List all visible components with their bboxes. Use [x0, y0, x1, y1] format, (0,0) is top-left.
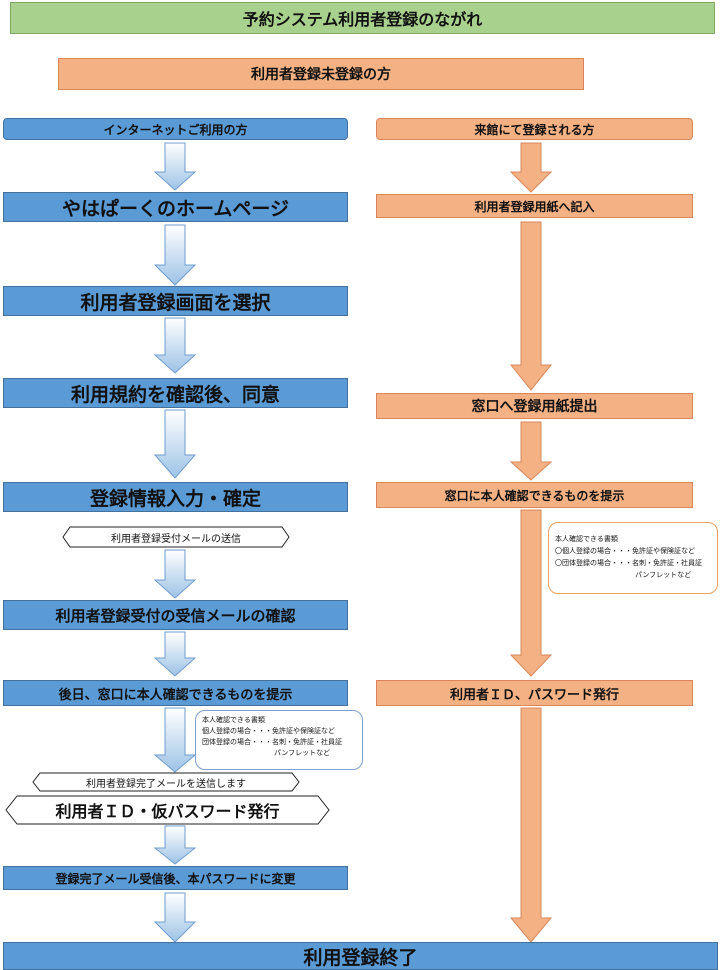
arrow-down-icon: [509, 421, 553, 481]
temp-password-label: 利用者ＩＤ・仮パスワード発行: [55, 802, 280, 821]
arrow-down-icon: [153, 549, 197, 599]
id-documents-note-left: 本人確認できる書類 個人登録の場合・・・免許証や保険証など 団体登録の場合・・・…: [195, 710, 363, 770]
internet-users-box: インターネットご利用の方: [3, 118, 348, 140]
arrow-down-icon: [509, 142, 553, 193]
arrow-down-icon: [153, 317, 197, 374]
note-line: 本人確認できる書類: [555, 535, 618, 543]
note-line: パンフレットなど: [635, 571, 692, 579]
completion-mail-label: 利用者登録完了メールを送信します: [86, 778, 246, 790]
mail-sent-label: 利用者登録受付メールの送信: [111, 533, 241, 545]
registration-complete: 利用登録終了: [3, 942, 718, 970]
arrow-down-icon: [153, 142, 197, 191]
id-documents-note-right: 本人確認できる書類 〇個人登録の場合・・・免許証や保険証など 〇団体登録の場合・…: [548, 522, 718, 594]
arrow-down-icon: [153, 825, 197, 865]
issue-id-step: 利用者ＩＤ、パスワード発行: [376, 680, 693, 706]
homepage-step: やはぱーくのホームページ: [3, 192, 348, 222]
temp-password-banner: 利用者ＩＤ・仮パスワード発行: [5, 795, 330, 825]
present-id-right-step: 窓口に本人確認できるものを提示: [376, 482, 693, 508]
submit-form-step: 窓口へ登録用紙提出: [376, 393, 693, 419]
change-password-step: 登録完了メール受信後、本パスワードに変更: [3, 866, 348, 890]
arrow-down-icon: [153, 631, 197, 677]
arrow-down-icon: [509, 509, 553, 677]
arrow-down-icon: [153, 224, 197, 286]
note-line: パンフレットなど: [274, 749, 331, 757]
mail-sent-banner: 利用者登録受付メールの送信: [62, 526, 290, 548]
arrow-down-icon: [509, 707, 553, 943]
completion-mail-banner: 利用者登録完了メールを送信します: [32, 772, 300, 792]
page-title: 予約システム利用者登録のながれ: [10, 2, 715, 34]
visit-users-box: 来館にて登録される方: [376, 118, 693, 140]
note-line: 本人確認できる書類: [202, 716, 265, 724]
arrow-down-icon: [153, 409, 197, 479]
arrow-down-icon: [509, 221, 553, 391]
enter-info-step: 登録情報入力・確定: [3, 482, 348, 512]
note-line: 団体登録の場合・・・名刺・免許証・社員証: [202, 738, 342, 746]
unregistered-header: 利用者登録未登録の方: [58, 58, 584, 90]
note-line: 〇団体登録の場合・・・名刺・免許証・社員証: [555, 559, 702, 567]
arrow-down-icon: [153, 892, 197, 943]
note-line: 〇個人登録の場合・・・免許証や保険証など: [555, 547, 695, 555]
arrow-down-icon: [153, 707, 197, 773]
confirm-mail-step: 利用者登録受付の受信メールの確認: [3, 600, 348, 630]
present-id-step: 後日、窓口に本人確認できるものを提示: [3, 680, 348, 706]
select-registration-step: 利用者登録画面を選択: [3, 286, 348, 316]
fill-form-step: 利用者登録用紙へ記入: [376, 194, 693, 218]
note-line: 個人登録の場合・・・免許証や保険証など: [202, 727, 335, 735]
agree-terms-step: 利用規約を確認後、同意: [3, 378, 348, 408]
